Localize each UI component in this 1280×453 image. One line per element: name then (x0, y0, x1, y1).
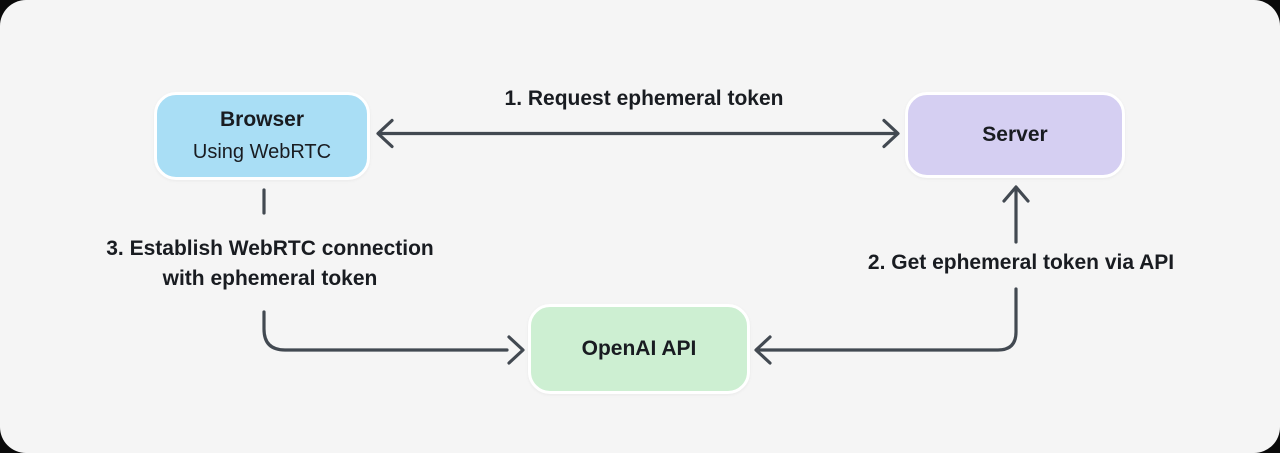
edge-label-step3-line1: 3. Establish WebRTC connection (106, 237, 434, 260)
node-browser: Browser Using WebRTC (154, 92, 370, 180)
arrowhead-right2-icon (507, 335, 525, 365)
arrow-server-openai-lower-line (758, 287, 1018, 352)
edge-label-step3: 3. Establish WebRTC connection with ephe… (70, 234, 470, 294)
node-server: Server (905, 92, 1125, 178)
node-server-title: Server (982, 122, 1048, 146)
edge-label-step3-line2: with ephemeral token (162, 267, 378, 290)
arrowhead-left2-icon (754, 335, 772, 365)
node-browser-subtitle: Using WebRTC (192, 140, 332, 163)
arrow-browser-openai-curve-line (262, 310, 509, 352)
node-openai-title: OpenAI API (581, 336, 697, 360)
edge-label-step1: 1. Request ephemeral token (504, 87, 784, 110)
node-openai-api: OpenAI API (528, 304, 750, 394)
arrowhead-left-icon (376, 118, 394, 149)
arrowhead-up-icon (1002, 185, 1030, 203)
node-browser-title: Browser (219, 108, 305, 132)
arrowhead-right-icon (882, 118, 900, 149)
edge-label-step2: 2. Get ephemeral token via API (867, 251, 1175, 274)
